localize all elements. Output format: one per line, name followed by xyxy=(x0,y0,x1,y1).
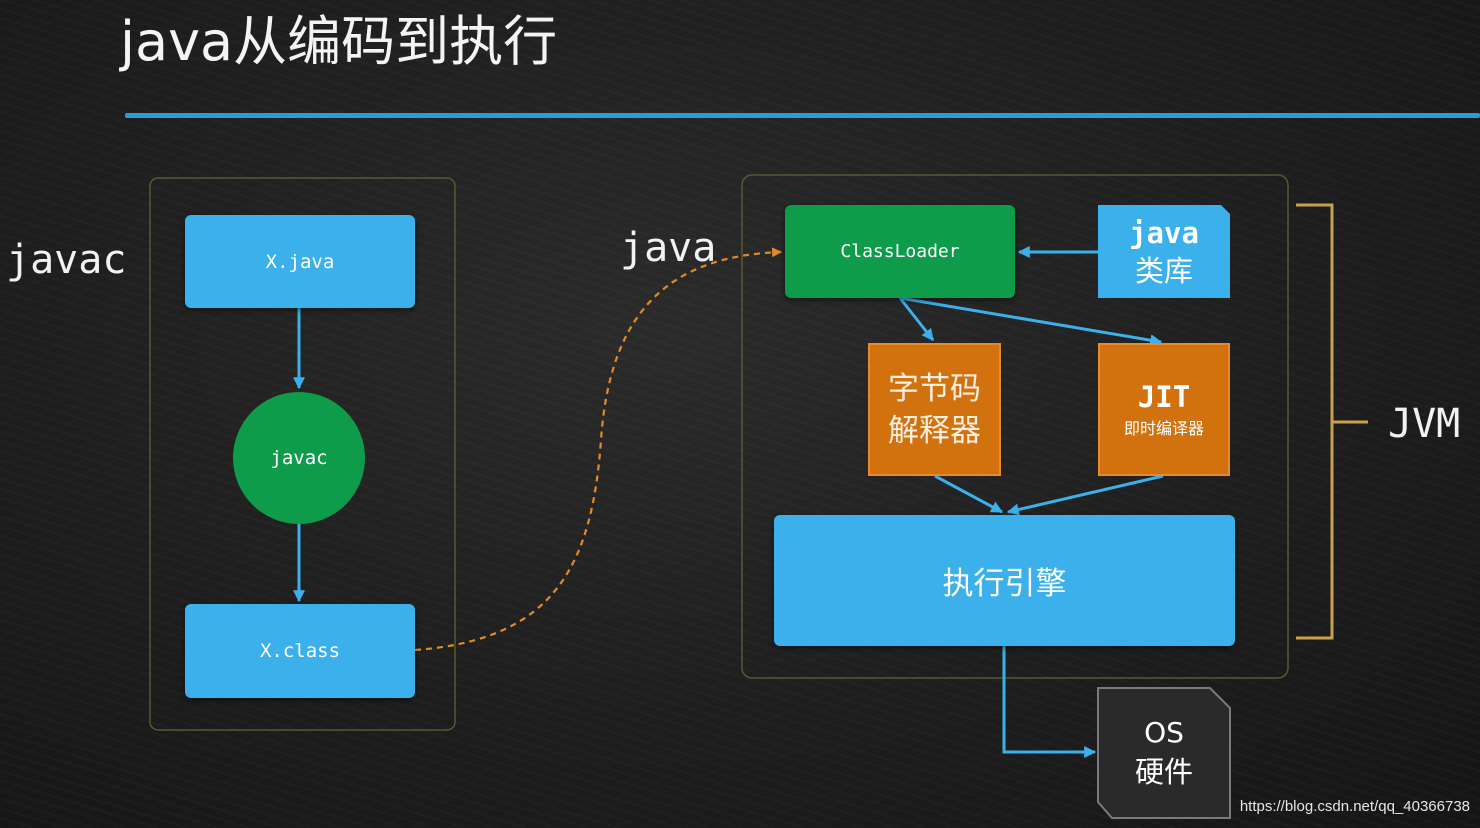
bytecode-interpreter-node: 字节码 解释器 xyxy=(868,343,1001,476)
slide-title: java从编码到执行 xyxy=(120,10,558,73)
title-underline xyxy=(125,113,1480,118)
java-library-label-line1: java xyxy=(1129,215,1199,250)
javac-stage-frame xyxy=(149,177,456,731)
os-box-shape xyxy=(1097,687,1231,819)
classloader-label: ClassLoader xyxy=(840,241,960,262)
jit-label-line2: 即时编译器 xyxy=(1123,418,1204,438)
jit-label-line1: JIT xyxy=(1137,379,1191,414)
arrow-classloader-to-jit xyxy=(899,296,1163,347)
arrow-interpreter-to-engine xyxy=(934,474,1004,514)
jvm-stage-frame xyxy=(741,174,1289,679)
javac-compiler-label: javac xyxy=(270,447,328,469)
java-library-label-line2: 类库 xyxy=(1134,253,1193,288)
source-file-node: X.java xyxy=(185,215,415,308)
watermark-text: https://blog.csdn.net/qq_40366738 xyxy=(1239,798,1470,815)
arrow-classloader-to-interpreter xyxy=(898,297,935,341)
execution-engine-node: 执行引擎 xyxy=(774,515,1235,646)
javac-stage-label: javac xyxy=(6,237,127,283)
javac-compiler-node: javac xyxy=(233,392,365,524)
class-file-label: X.class xyxy=(259,640,341,662)
classloader-node: ClassLoader xyxy=(785,205,1015,298)
os-hardware-node: OS 硬件 xyxy=(1098,688,1230,818)
source-file-label: X.java xyxy=(265,250,335,273)
jvm-label: JVM xyxy=(1388,401,1461,447)
class-file-node: X.class xyxy=(185,604,415,698)
arrow-jit-to-engine xyxy=(1006,474,1164,516)
dashed-arrow-xclass-to-classloader xyxy=(414,247,782,652)
jit-compiler-node: JIT 即时编译器 xyxy=(1098,343,1230,476)
os-label-line1: OS xyxy=(1144,716,1184,749)
java-library-node: java 类库 xyxy=(1098,205,1230,298)
arrow-engine-to-os xyxy=(1002,646,1097,758)
java-stage-label: java xyxy=(620,225,717,271)
jvm-bracket xyxy=(1296,203,1368,640)
execution-engine-label: 执行引擎 xyxy=(942,566,1067,602)
interpreter-label-line2: 解释器 xyxy=(888,412,981,449)
os-label-line2: 硬件 xyxy=(1134,755,1193,789)
interpreter-label-line1: 字节码 xyxy=(888,370,981,407)
